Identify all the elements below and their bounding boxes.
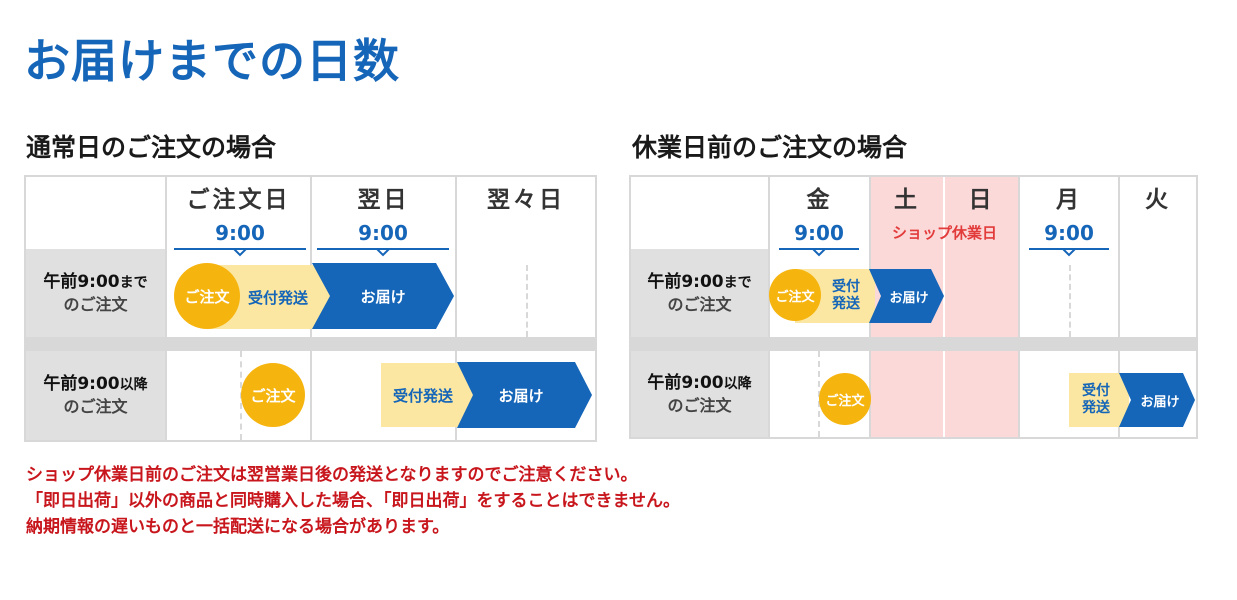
time-pointer-icon: [1062, 249, 1076, 257]
row-header-sub: のご注文: [63, 397, 128, 416]
row-header-main: 午前9:00以降: [43, 374, 148, 394]
page-title: お届けまでの日数: [24, 34, 400, 88]
holiday-table: 午前9:00まで のご注文 午前9:00以降 のご注文 金 土 日 月 火 ショ…: [629, 175, 1198, 439]
column-divider: [165, 177, 167, 440]
deliver-arrow: [457, 362, 592, 428]
column-tue: 火: [1145, 187, 1171, 213]
note-line: ショップ休業日前のご注文は翌営業日後の発送となりますのでご注意ください。: [26, 465, 638, 485]
column-order-day: ご注文日: [186, 187, 291, 213]
column-divider: [1118, 177, 1120, 437]
column-next-day: 翌日: [357, 187, 410, 213]
row-header-sub: のご注文: [667, 294, 732, 314]
row-header-main: 午前9:00まで: [647, 271, 752, 292]
time-pointer-icon: [233, 249, 247, 257]
cutoff-time: 9:00: [1044, 221, 1094, 245]
order-circle: ご注文: [819, 373, 871, 425]
time-underline: [317, 248, 449, 250]
row-header-after-9: 午前9:00以降 のご注文: [631, 351, 768, 437]
accept-ship-label: 受付発送: [832, 279, 860, 312]
row-header-sub: のご注文: [667, 395, 732, 415]
time-underline: [1029, 248, 1109, 250]
row-header-main: 午前9:00以降: [647, 372, 752, 393]
row-separator: [631, 337, 1196, 351]
column-mon: 月: [1056, 187, 1082, 213]
row-header-sub: のご注文: [63, 294, 128, 314]
time-underline: [779, 248, 859, 250]
cutoff-time: 9:00: [358, 221, 408, 245]
accept-band: [381, 363, 476, 427]
dashed-divider: [526, 265, 528, 337]
deliver-label: お届け: [360, 287, 406, 306]
column-sat: 土: [894, 187, 920, 213]
column-sun: 日: [968, 187, 995, 213]
column-divider: [943, 177, 945, 437]
note-line: 納期情報の遅いものと一括配送になる場合があります。: [26, 517, 450, 537]
time-underline: [174, 248, 306, 250]
shop-holiday-label: ショップ休業日: [891, 224, 997, 242]
dashed-divider: [1069, 265, 1071, 337]
accept-ship-label: 受付発送: [247, 288, 308, 307]
holiday-heading: 休業日前のご注文の場合: [632, 133, 908, 162]
deliver-arrow: [1119, 373, 1195, 427]
notes: ショップ休業日前のご注文は翌営業日後の発送となりますのでご注意ください。 「即日…: [26, 462, 680, 540]
cutoff-time: 9:00: [215, 221, 265, 245]
row-header-after-9: 午前9:00以降 のご注文: [26, 351, 165, 440]
order-circle: ご注文: [769, 269, 821, 321]
normal-day-heading: 通常日のご注文の場合: [26, 133, 277, 162]
note-line: 「即日出荷」以外の商品と同時購入した場合、「即日出荷」をすることはできません。: [26, 491, 680, 511]
accept-band: [1069, 373, 1129, 427]
column-divider: [455, 177, 457, 440]
deliver-arrow: [869, 269, 944, 323]
row-separator: [26, 337, 595, 351]
row-header-before-9: 午前9:00まで のご注文: [631, 249, 768, 337]
column-divider: [1018, 177, 1020, 437]
time-pointer-icon: [376, 249, 390, 257]
row-header-main: 午前9:00まで: [43, 271, 148, 292]
deliver-label: お届け: [1140, 394, 1180, 410]
time-pointer-icon: [812, 249, 826, 257]
cutoff-time: 9:00: [794, 221, 844, 245]
deliver-label: お届け: [498, 386, 544, 405]
accept-ship-label: 受付発送: [392, 386, 453, 405]
column-day-after-next: 翌々日: [487, 187, 565, 213]
order-circle: ご注文: [174, 263, 240, 329]
deliver-arrow: [312, 263, 454, 329]
normal-day-table: 午前9:00まで のご注文 午前9:00以降 のご注文 ご注文日 翌日 翌々日 …: [24, 175, 597, 442]
order-circle: ご注文: [241, 363, 305, 427]
row-header-before-9: 午前9:00まで のご注文: [26, 249, 165, 337]
accept-ship-label: 受付発送: [1082, 383, 1110, 416]
column-fri: 金: [806, 187, 833, 213]
deliver-label: お届け: [889, 290, 929, 306]
column-divider: [768, 177, 770, 437]
